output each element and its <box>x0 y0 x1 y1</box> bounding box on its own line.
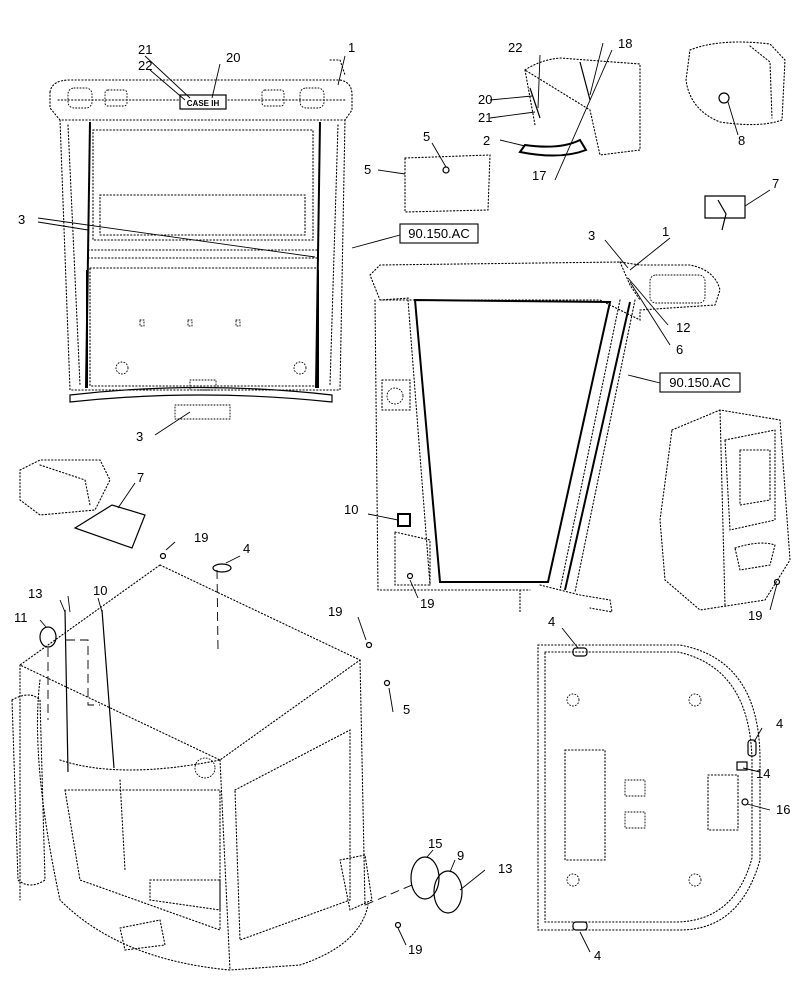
callout-4: 4 <box>594 948 601 963</box>
reference-label: 90.150.AC <box>669 375 730 390</box>
callout-19: 19 <box>408 942 422 957</box>
callout-7: 7 <box>137 470 144 485</box>
callout-4: 4 <box>243 541 250 556</box>
callout-19: 19 <box>328 604 342 619</box>
callout-9: 9 <box>457 848 464 863</box>
callout-20: 20 <box>226 50 240 65</box>
rear-panel-view: 19 <box>659 409 791 623</box>
reference-box[interactable]: 90.150.AC <box>659 372 741 393</box>
callout-13: 13 <box>28 586 42 601</box>
callout-14: 14 <box>756 766 770 781</box>
callout-19: 19 <box>748 608 762 623</box>
reference-box[interactable]: 90.150.AC <box>399 223 479 244</box>
callout-4: 4 <box>776 716 783 731</box>
callout-10: 10 <box>93 583 107 598</box>
callout-20: 20 <box>478 92 492 107</box>
callout-3: 3 <box>136 429 143 444</box>
callout-8: 8 <box>738 133 745 148</box>
callout-5: 5 <box>403 702 410 717</box>
plug-detail: 8 <box>685 41 786 148</box>
callout-1: 1 <box>348 40 355 55</box>
callout-22: 22 <box>508 40 522 55</box>
callout-19: 19 <box>420 596 434 611</box>
callout-2: 2 <box>483 133 490 148</box>
callout-21: 21 <box>478 110 492 125</box>
roof-panel-view: 4 4 14 16 4 <box>537 614 790 963</box>
callout-16: 16 <box>776 802 790 817</box>
panel-detail: 5 5 <box>364 129 491 213</box>
callout-11: 11 <box>14 610 28 625</box>
callout-4: 4 <box>548 614 555 629</box>
pad-detail: 7 <box>19 459 146 549</box>
seal-detail: 22 18 20 21 2 17 <box>478 36 641 183</box>
callout-21: 21 <box>138 42 152 57</box>
callout-5: 5 <box>364 162 371 177</box>
cab-front-view: CASE IH <box>49 59 353 420</box>
callout-6: 6 <box>676 342 683 357</box>
callout-5: 5 <box>423 129 430 144</box>
callout-19: 19 <box>194 530 208 545</box>
callout-13: 13 <box>498 861 512 876</box>
reference-label: 90.150.AC <box>408 226 469 241</box>
cab-frame-view: 19 4 13 10 11 19 5 15 9 13 19 <box>11 530 512 971</box>
callout-17: 17 <box>532 168 546 183</box>
callout-12: 12 <box>676 320 690 335</box>
cab-side-view: 3 1 12 6 10 19 <box>344 224 721 613</box>
logo-text: CASE IH <box>187 99 220 108</box>
callout-15: 15 <box>428 836 442 851</box>
callout-1: 1 <box>662 224 669 239</box>
case-logo-badge <box>179 94 227 110</box>
callout-3: 3 <box>588 228 595 243</box>
callout-18: 18 <box>618 36 632 51</box>
callout-7: 7 <box>772 176 779 191</box>
callout-10: 10 <box>344 502 358 517</box>
callouts-view1: 21 22 20 1 3 3 <box>18 40 401 444</box>
callout-3: 3 <box>18 212 25 227</box>
callout-22: 22 <box>138 58 152 73</box>
clip-detail: 7 <box>704 176 779 231</box>
